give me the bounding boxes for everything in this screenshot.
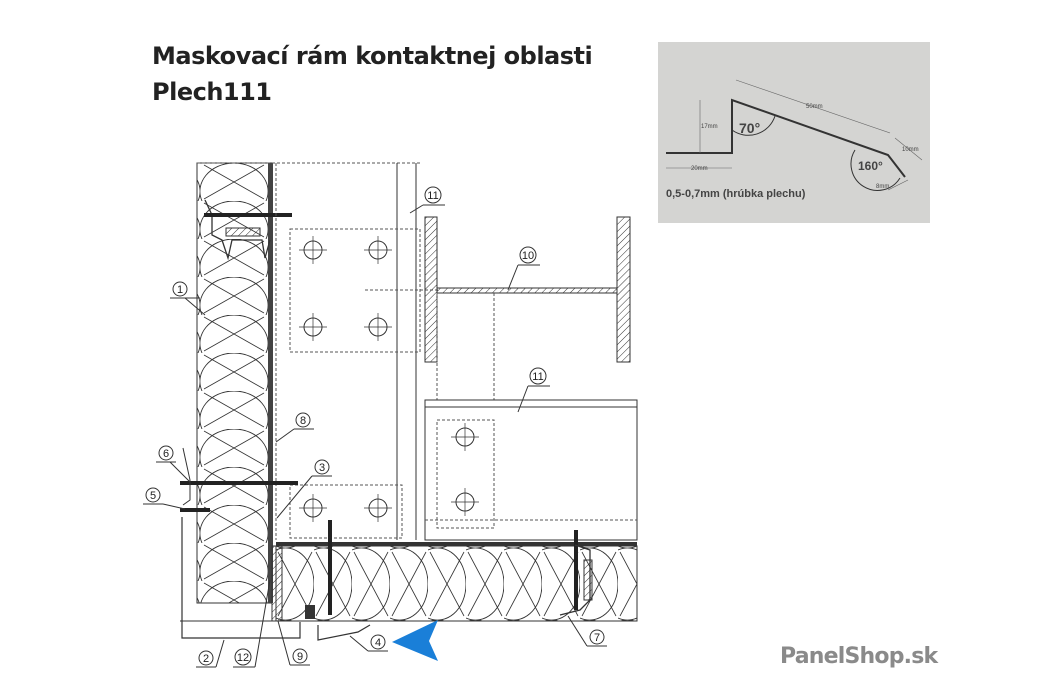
svg-text:5: 5 [150, 490, 156, 502]
dim-8mm: 8mm [876, 184, 889, 190]
screws [180, 481, 593, 619]
callout-9: 9 [277, 620, 310, 666]
sheet-thickness: 0,5-0,7mm (hrúbka plechu) [666, 188, 806, 200]
callout-1: 1 [170, 281, 206, 316]
callout-4: 4 [349, 634, 388, 652]
callout-2: 2 [196, 639, 225, 668]
callout-8: 8 [275, 412, 314, 443]
dim-20mm: 20mm [691, 166, 708, 172]
svg-text:4: 4 [375, 637, 381, 649]
svg-text:9: 9 [297, 651, 303, 663]
sheet-profile-drawing: 17mm 20mm 50mm 10mm 8mm 70° 160° 0,5-0,7… [666, 79, 923, 200]
drawing-title: Maskovací rám kontaktnej oblasti [152, 42, 593, 70]
svg-text:2: 2 [203, 653, 209, 665]
dim-50mm: 50mm [806, 104, 823, 110]
callout-11-top: 11 [409, 186, 445, 214]
callout-6: 6 [156, 445, 191, 483]
angle-70: 70° [739, 120, 760, 136]
profile-inset [658, 42, 930, 223]
svg-text:11: 11 [532, 371, 543, 383]
panel-joint-fastener [204, 199, 292, 261]
svg-text:8: 8 [300, 415, 306, 427]
dim-10mm: 10mm [902, 147, 919, 153]
svg-text:6: 6 [163, 448, 169, 460]
callout-5: 5 [143, 487, 186, 510]
svg-text:3: 3 [319, 462, 325, 474]
drawing-subtitle: Plech111 [152, 78, 272, 106]
trim-flashing [181, 447, 371, 641]
angle-160: 160° [858, 159, 883, 173]
callout-3: 3 [276, 459, 332, 519]
svg-text:7: 7 [594, 632, 600, 644]
svg-text:12: 12 [237, 652, 249, 664]
bolt-holes [299, 236, 479, 522]
steel-column [275, 163, 440, 540]
lower-beam [289, 399, 638, 541]
i-beam-section [424, 216, 631, 400]
svg-text:1: 1 [177, 284, 183, 296]
callout-10: 10 [507, 246, 540, 291]
highlight-arrow [392, 620, 438, 661]
callout-7: 7 [567, 615, 607, 647]
dim-17mm: 17mm [701, 124, 718, 130]
callout-12: 12 [233, 579, 271, 668]
panelshop-logo: PanelShop.sk [780, 644, 938, 669]
svg-text:11: 11 [427, 190, 438, 202]
callout-11-bottom: 11 [517, 367, 550, 413]
svg-text:10: 10 [522, 250, 534, 262]
